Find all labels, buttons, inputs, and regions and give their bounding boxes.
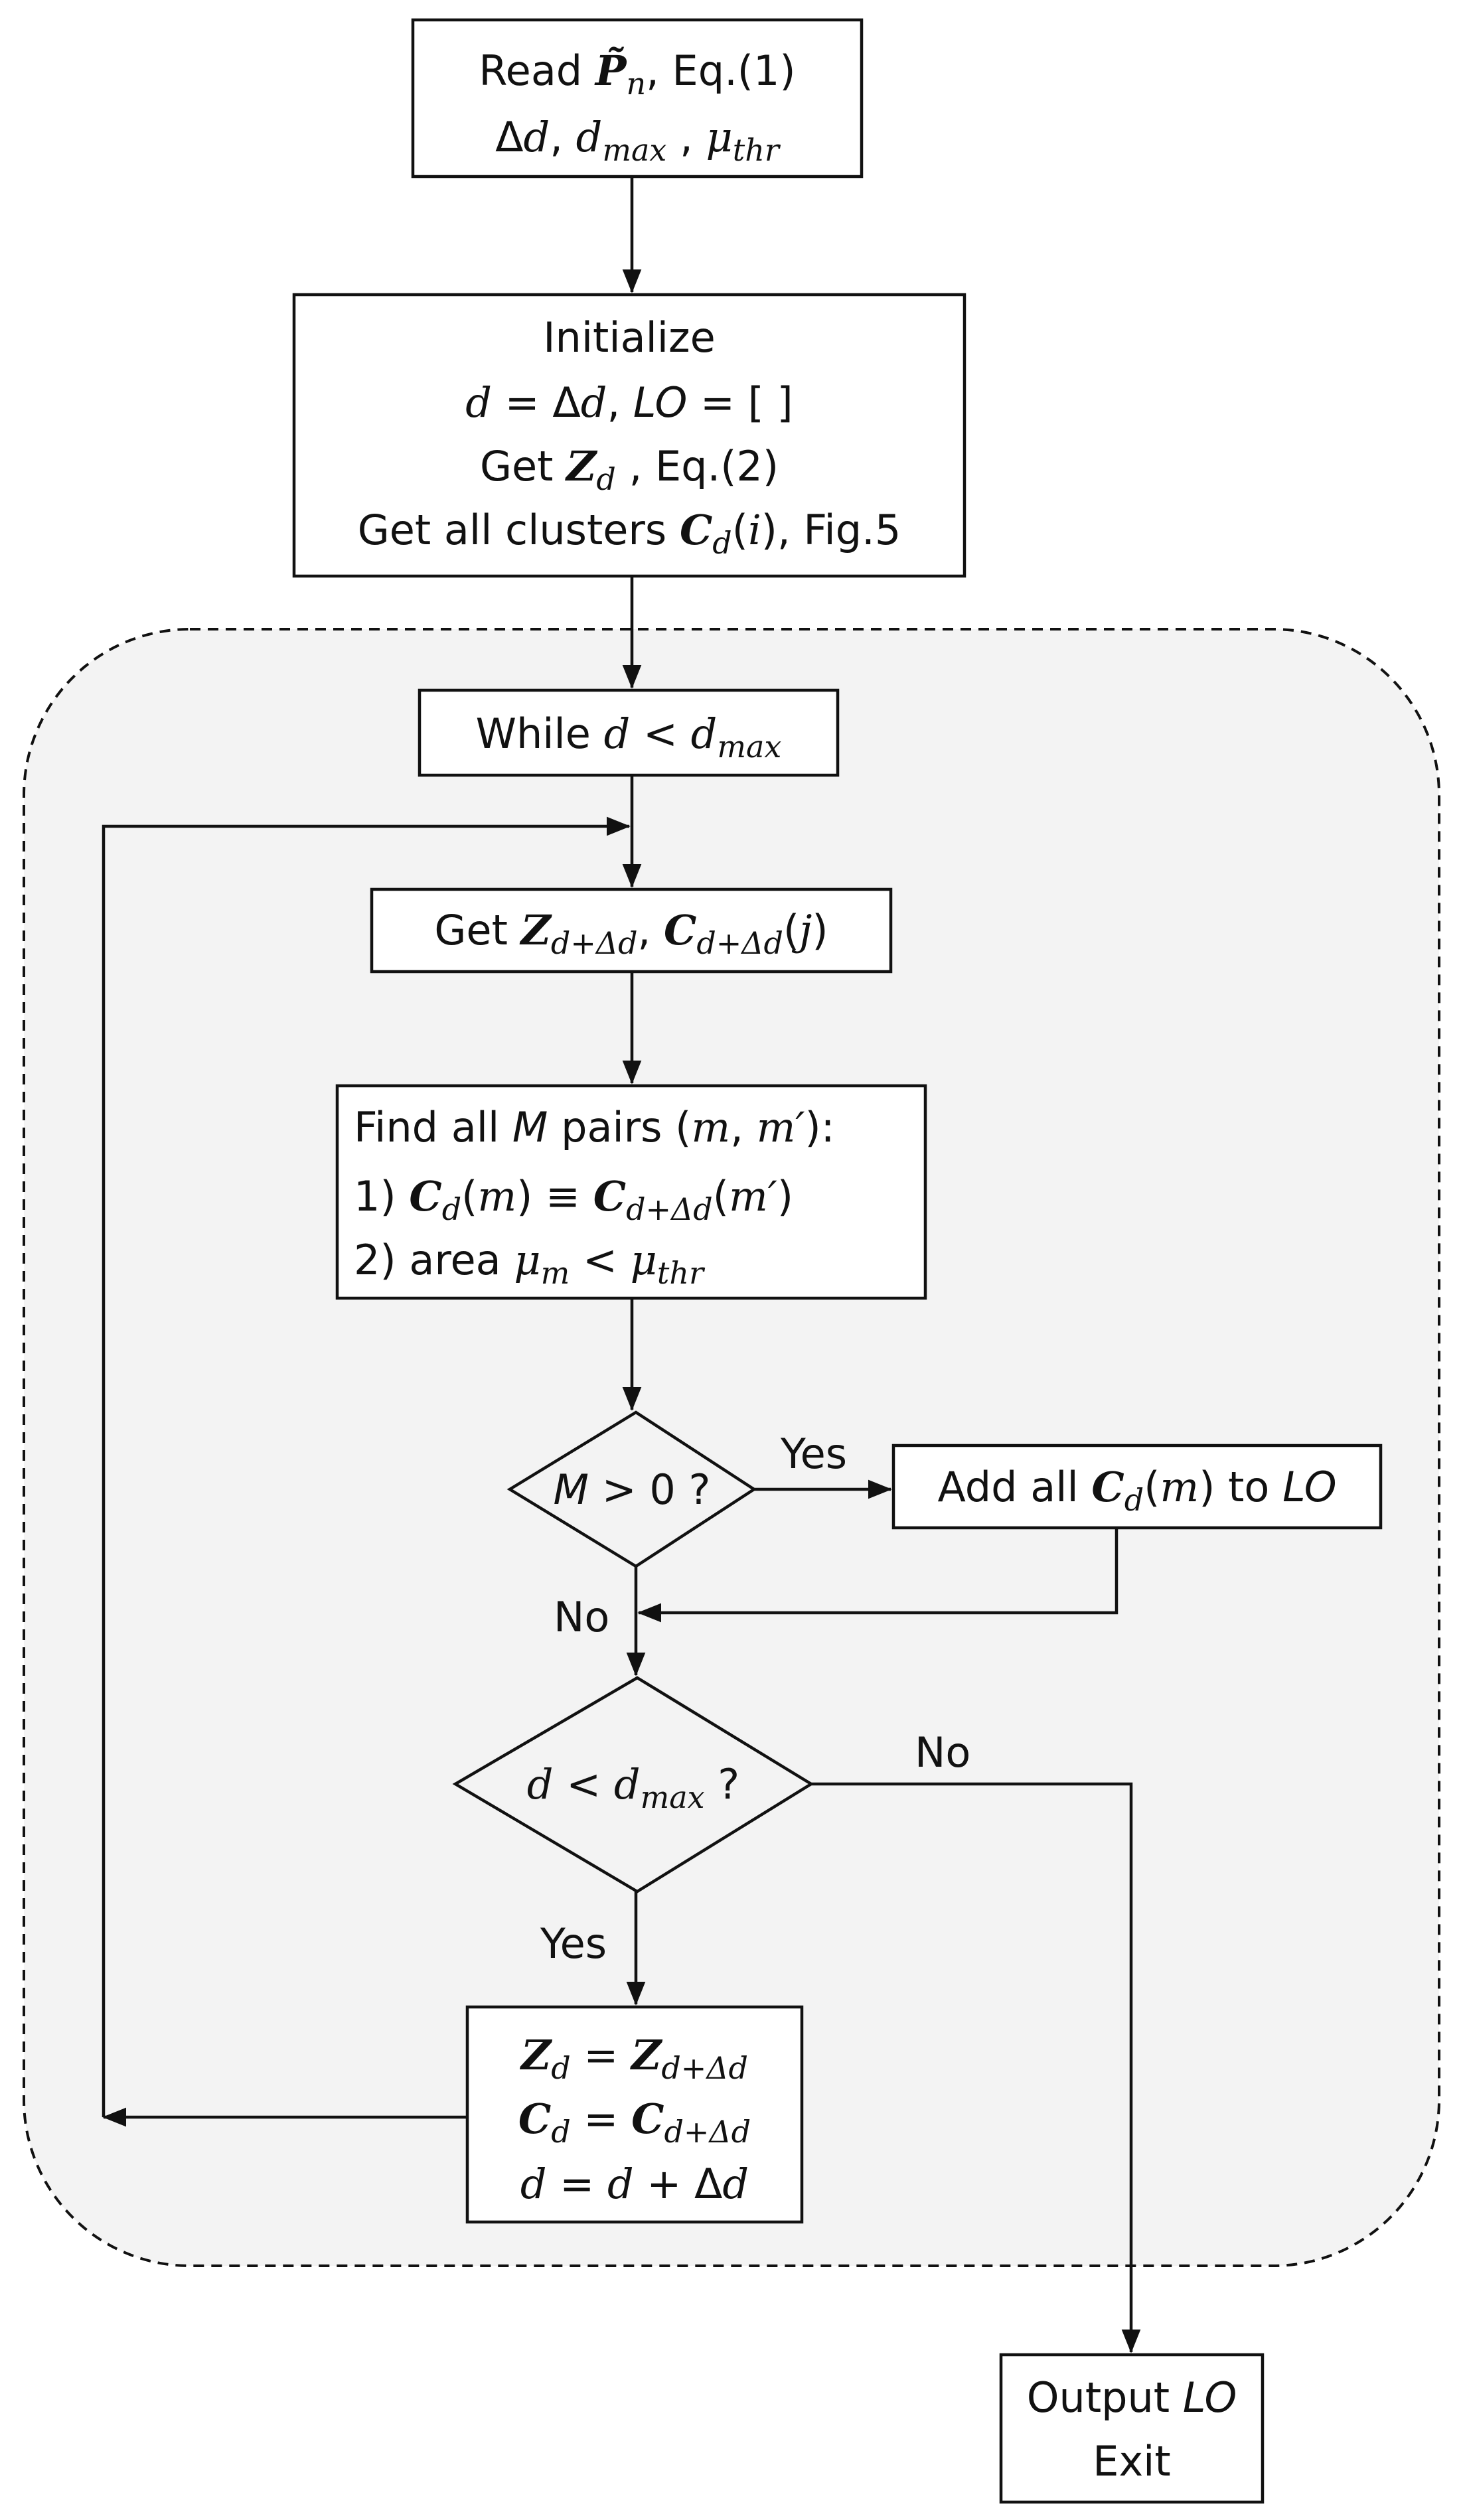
read-line-1: Read P̃n, Eq.(1) [479,46,795,102]
update-box [465,2005,804,2224]
update-line-2: Cd = Cd+Δd [518,2095,751,2150]
label-yes-d: Yes [540,1919,607,1968]
init-line-4: Get all clusters Cd(i), Fig.5 [358,506,901,561]
node-find-pairs: Find all M pairs (m, m′): 1) Cd(m) ≡ Cd+… [335,1084,927,1300]
edge-addlo-merge [637,1528,1118,1623]
node-output: Output LO Exit [999,2353,1265,2504]
label-no-d: No [915,1728,970,1777]
output-line-2: Exit [1093,2437,1170,2485]
node-cond-d: d < dmax ? [452,1676,814,1893]
node-while: While d < dmax [418,688,840,777]
add-lo-label: Add all Cd(m) to LO [937,1463,1336,1518]
node-get-next: Get Zd+Δd, Cd+Δd(j) [370,887,893,974]
find-pairs-line-3: 2) area μm < μthr [354,1236,706,1291]
read-box [411,18,864,179]
loop-region [23,628,1440,2267]
find-pairs-line-2: 1) Cd(m) ≡ Cd+Δd(m′) [354,1172,793,1227]
init-line-3: Get Zd , Eq.(2) [480,442,779,497]
while-label: While d < dmax [476,709,782,765]
update-line-1: Zd = Zd+Δd [519,2031,748,2086]
node-read: Read P̃n, Eq.(1) Δd, dmax , μthr [411,18,864,179]
output-box [999,2353,1265,2504]
get-next-box [370,887,893,974]
init-line-2: d = Δd, LO = [ ] [465,378,793,427]
get-next-label: Get Zd+Δd, Cd+Δd(j) [434,906,828,961]
edge-loop-back [102,816,631,2117]
edge-condd-output [811,1782,1141,2353]
node-add-lo: Add all Cd(m) to LO [891,1444,1383,1530]
init-box [292,293,966,578]
label-yes-m: Yes [780,1430,847,1478]
cond-m-label: M > 0 ? [554,1465,711,1514]
read-line-2: Δd, dmax , μthr [495,113,781,168]
node-update: Zd = Zd+Δd Cd = Cd+Δd d = d + Δd [465,2005,804,2224]
node-init: Initialize d = Δd, LO = [ ] Get Zd , Eq.… [292,293,966,578]
init-line-1: Initialize [543,313,715,362]
add-lo-box [891,1444,1383,1530]
update-line-3: d = d + Δd [520,2160,749,2208]
find-pairs-box [335,1084,927,1300]
cond-d-label: d < dmax ? [527,1760,739,1815]
while-box [418,688,840,777]
edges [102,177,1141,2353]
label-no-m: No [554,1593,609,1641]
output-line-1: Output LO [1027,2373,1237,2422]
find-pairs-line-1: Find all M pairs (m, m′): [354,1103,835,1151]
node-cond-m: M > 0 ? [506,1410,757,1568]
